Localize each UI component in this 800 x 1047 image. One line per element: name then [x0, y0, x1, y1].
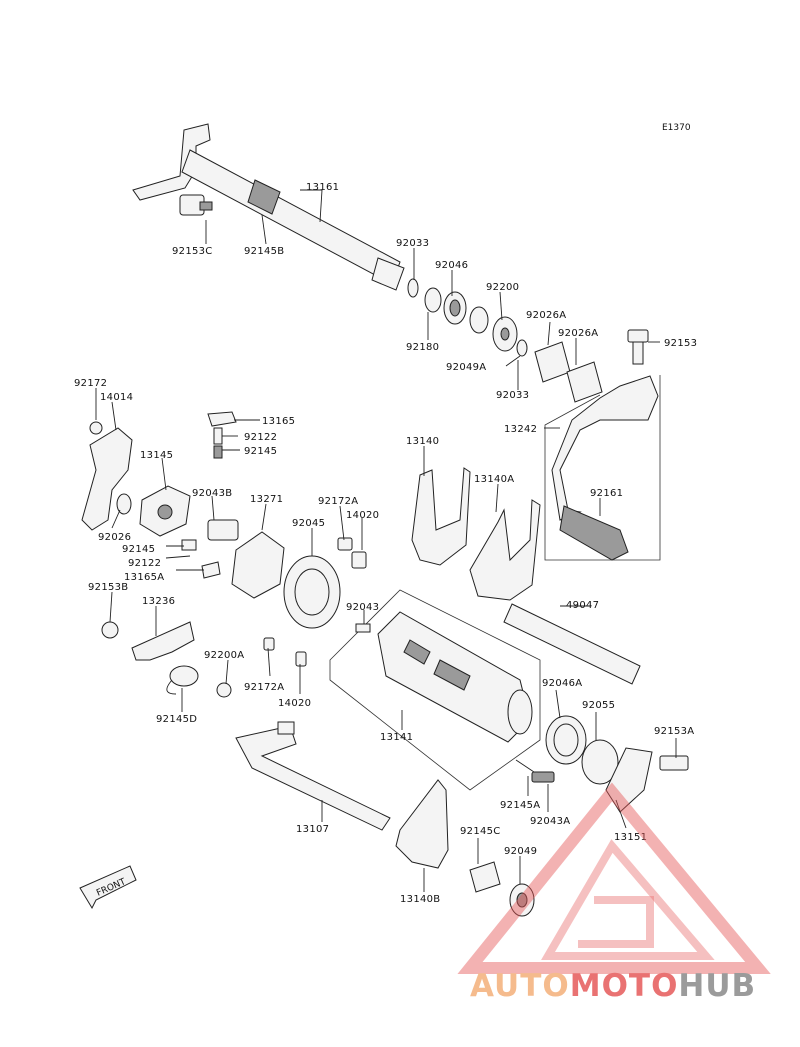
- part-label-92172a-bottom: 92172A: [244, 682, 284, 693]
- part-label-92122-top: 92122: [244, 432, 277, 443]
- part-label-92026: 92026: [98, 532, 131, 543]
- part-label-14020-bottom: 14020: [278, 698, 311, 709]
- part-label-92161: 92161: [590, 488, 623, 499]
- part-label-92122-mid: 92122: [128, 558, 161, 569]
- stopper-spring-drawing: [101, 621, 307, 698]
- shift-shaft-drawing: [132, 123, 405, 291]
- logo-text-moto: MOTO: [570, 968, 679, 1004]
- shift-shaft-13107-drawing: [235, 721, 391, 831]
- part-label-92153c: 92153C: [172, 246, 213, 257]
- logo-text-auto: AUTO: [470, 968, 570, 1004]
- part-label-13140a: 13140A: [474, 474, 514, 485]
- part-label-13141: 13141: [380, 732, 413, 743]
- drum-bearing-cover-drawing: [545, 715, 689, 813]
- part-label-13242: 13242: [504, 424, 537, 435]
- part-label-92043: 92043: [346, 602, 379, 613]
- front-direction-arrow: FRONT: [79, 865, 137, 910]
- part-label-92145b: 92145B: [244, 246, 284, 257]
- part-label-92049: 92049: [504, 846, 537, 857]
- part-label-14014: 14014: [100, 392, 133, 403]
- part-label-13236: 13236: [142, 596, 175, 607]
- shift-pedal-drawing: [551, 375, 659, 561]
- part-label-92200: 92200: [486, 282, 519, 293]
- part-label-92043a: 92043A: [530, 816, 570, 827]
- part-number-labels: 13161 92153C 92145B 92033 92046 92200 92…: [74, 182, 697, 905]
- part-label-92033-bottom: 92033: [496, 390, 529, 401]
- part-label-92145a: 92145A: [500, 800, 540, 811]
- drum-bracket-drawing: [81, 421, 133, 531]
- shift-forks-drawing: [411, 467, 541, 601]
- part-label-13107: 13107: [296, 824, 329, 835]
- shaft-49047-drawing: [503, 603, 641, 685]
- part-label-92026a-first: 92026A: [526, 310, 566, 321]
- shift-cam-drawing: [139, 411, 237, 579]
- spring-pin-drawing: [515, 759, 555, 783]
- part-label-92145d: 92145D: [156, 714, 197, 725]
- part-label-13165: 13165: [262, 416, 295, 427]
- automotohub-logo: AUTOMOTOHUB: [457, 782, 771, 1004]
- part-label-92153b: 92153B: [88, 582, 128, 593]
- part-label-92026a-second: 92026A: [558, 328, 598, 339]
- part-label-92033-top: 92033: [396, 238, 429, 249]
- part-label-92055: 92055: [582, 700, 615, 711]
- seal-washers-drawing: [407, 278, 603, 403]
- part-label-92180: 92180: [406, 342, 439, 353]
- part-label-92145-mid: 92145: [122, 544, 155, 555]
- part-label-13140b: 13140B: [400, 894, 440, 905]
- part-label-92043b: 92043B: [192, 488, 232, 499]
- svg-text:AUTOMOTOHUB: AUTOMOTOHUB: [470, 968, 756, 1004]
- part-label-92153: 92153: [664, 338, 697, 349]
- shift-fork-13140b-drawing: [395, 779, 449, 869]
- drum-callout-frame: [329, 589, 541, 791]
- part-label-13271: 13271: [250, 494, 283, 505]
- spring-seal-drawing: [469, 861, 535, 917]
- part-label-92172a-top: 92172A: [318, 496, 358, 507]
- part-label-92046: 92046: [435, 260, 468, 271]
- part-label-92046a: 92046A: [542, 678, 582, 689]
- part-label-13151: 13151: [614, 832, 647, 843]
- part-label-92049a: 92049A: [446, 362, 486, 373]
- part-label-92045: 92045: [292, 518, 325, 529]
- part-label-13140: 13140: [406, 436, 439, 447]
- reference-code: E1370: [662, 123, 691, 133]
- part-label-13161: 13161: [306, 182, 339, 193]
- part-label-92145-top: 92145: [244, 446, 277, 457]
- part-label-92200a: 92200A: [204, 650, 244, 661]
- part-label-49047: 49047: [566, 600, 599, 611]
- part-label-14020-top: 14020: [346, 510, 379, 521]
- bolt-92153-drawing: [627, 329, 649, 365]
- logo-g-mark: [578, 896, 654, 948]
- part-label-13145: 13145: [140, 450, 173, 461]
- leader-lines: [95, 189, 677, 892]
- logo-triangle-inner: [541, 839, 715, 960]
- logo-triangle-outer: [457, 782, 771, 974]
- part-label-92153a: 92153A: [654, 726, 694, 737]
- part-label-92172: 92172: [74, 378, 107, 389]
- part-label-92145c: 92145C: [460, 826, 501, 837]
- logo-text-hub: HUB: [678, 968, 756, 1004]
- shift-drum-drawing: [355, 611, 533, 743]
- pedal-callout-frame: [544, 375, 661, 561]
- drum-gear-bearing-drawing: [207, 519, 367, 629]
- part-label-13165a: 13165A: [124, 572, 164, 583]
